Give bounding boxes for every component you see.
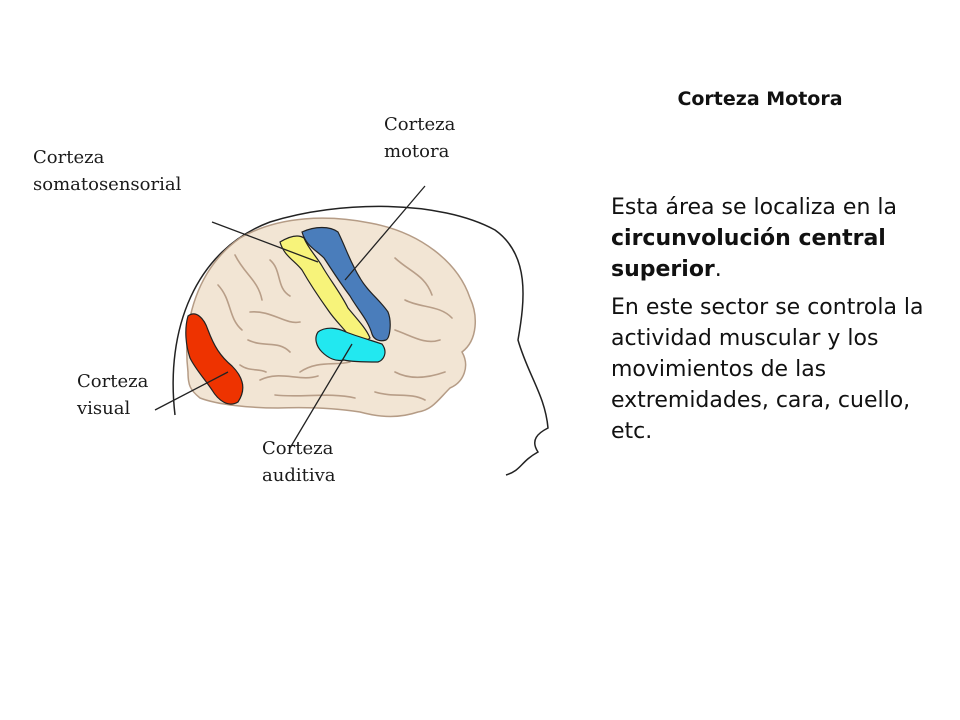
label-corteza-visual: Corteza visual: [77, 371, 149, 419]
leader-auditiva: [289, 343, 353, 449]
label-corteza-somatosensorial: Corteza somatosensorial: [33, 147, 182, 195]
brain-gyri: [217, 254, 453, 401]
leader-motora: [344, 185, 426, 281]
auditory-cortex: [315, 327, 386, 363]
description-function: En este sector se controla la actividad …: [611, 295, 924, 444]
motor-cortex: [301, 226, 391, 342]
visual-cortex: [185, 313, 244, 405]
label-corteza-motora: Corteza motora: [384, 114, 456, 162]
leader-visual: [154, 371, 229, 411]
somatosensory-cortex: [279, 235, 371, 342]
label-corteza-auditiva: Corteza auditiva: [262, 438, 336, 486]
description-location: Esta área se localiza en la circunvoluci…: [611, 195, 897, 282]
leader-somatosensorial: [211, 221, 319, 263]
brain-body: [186, 217, 476, 418]
page-title: Corteza Motora: [677, 88, 843, 110]
